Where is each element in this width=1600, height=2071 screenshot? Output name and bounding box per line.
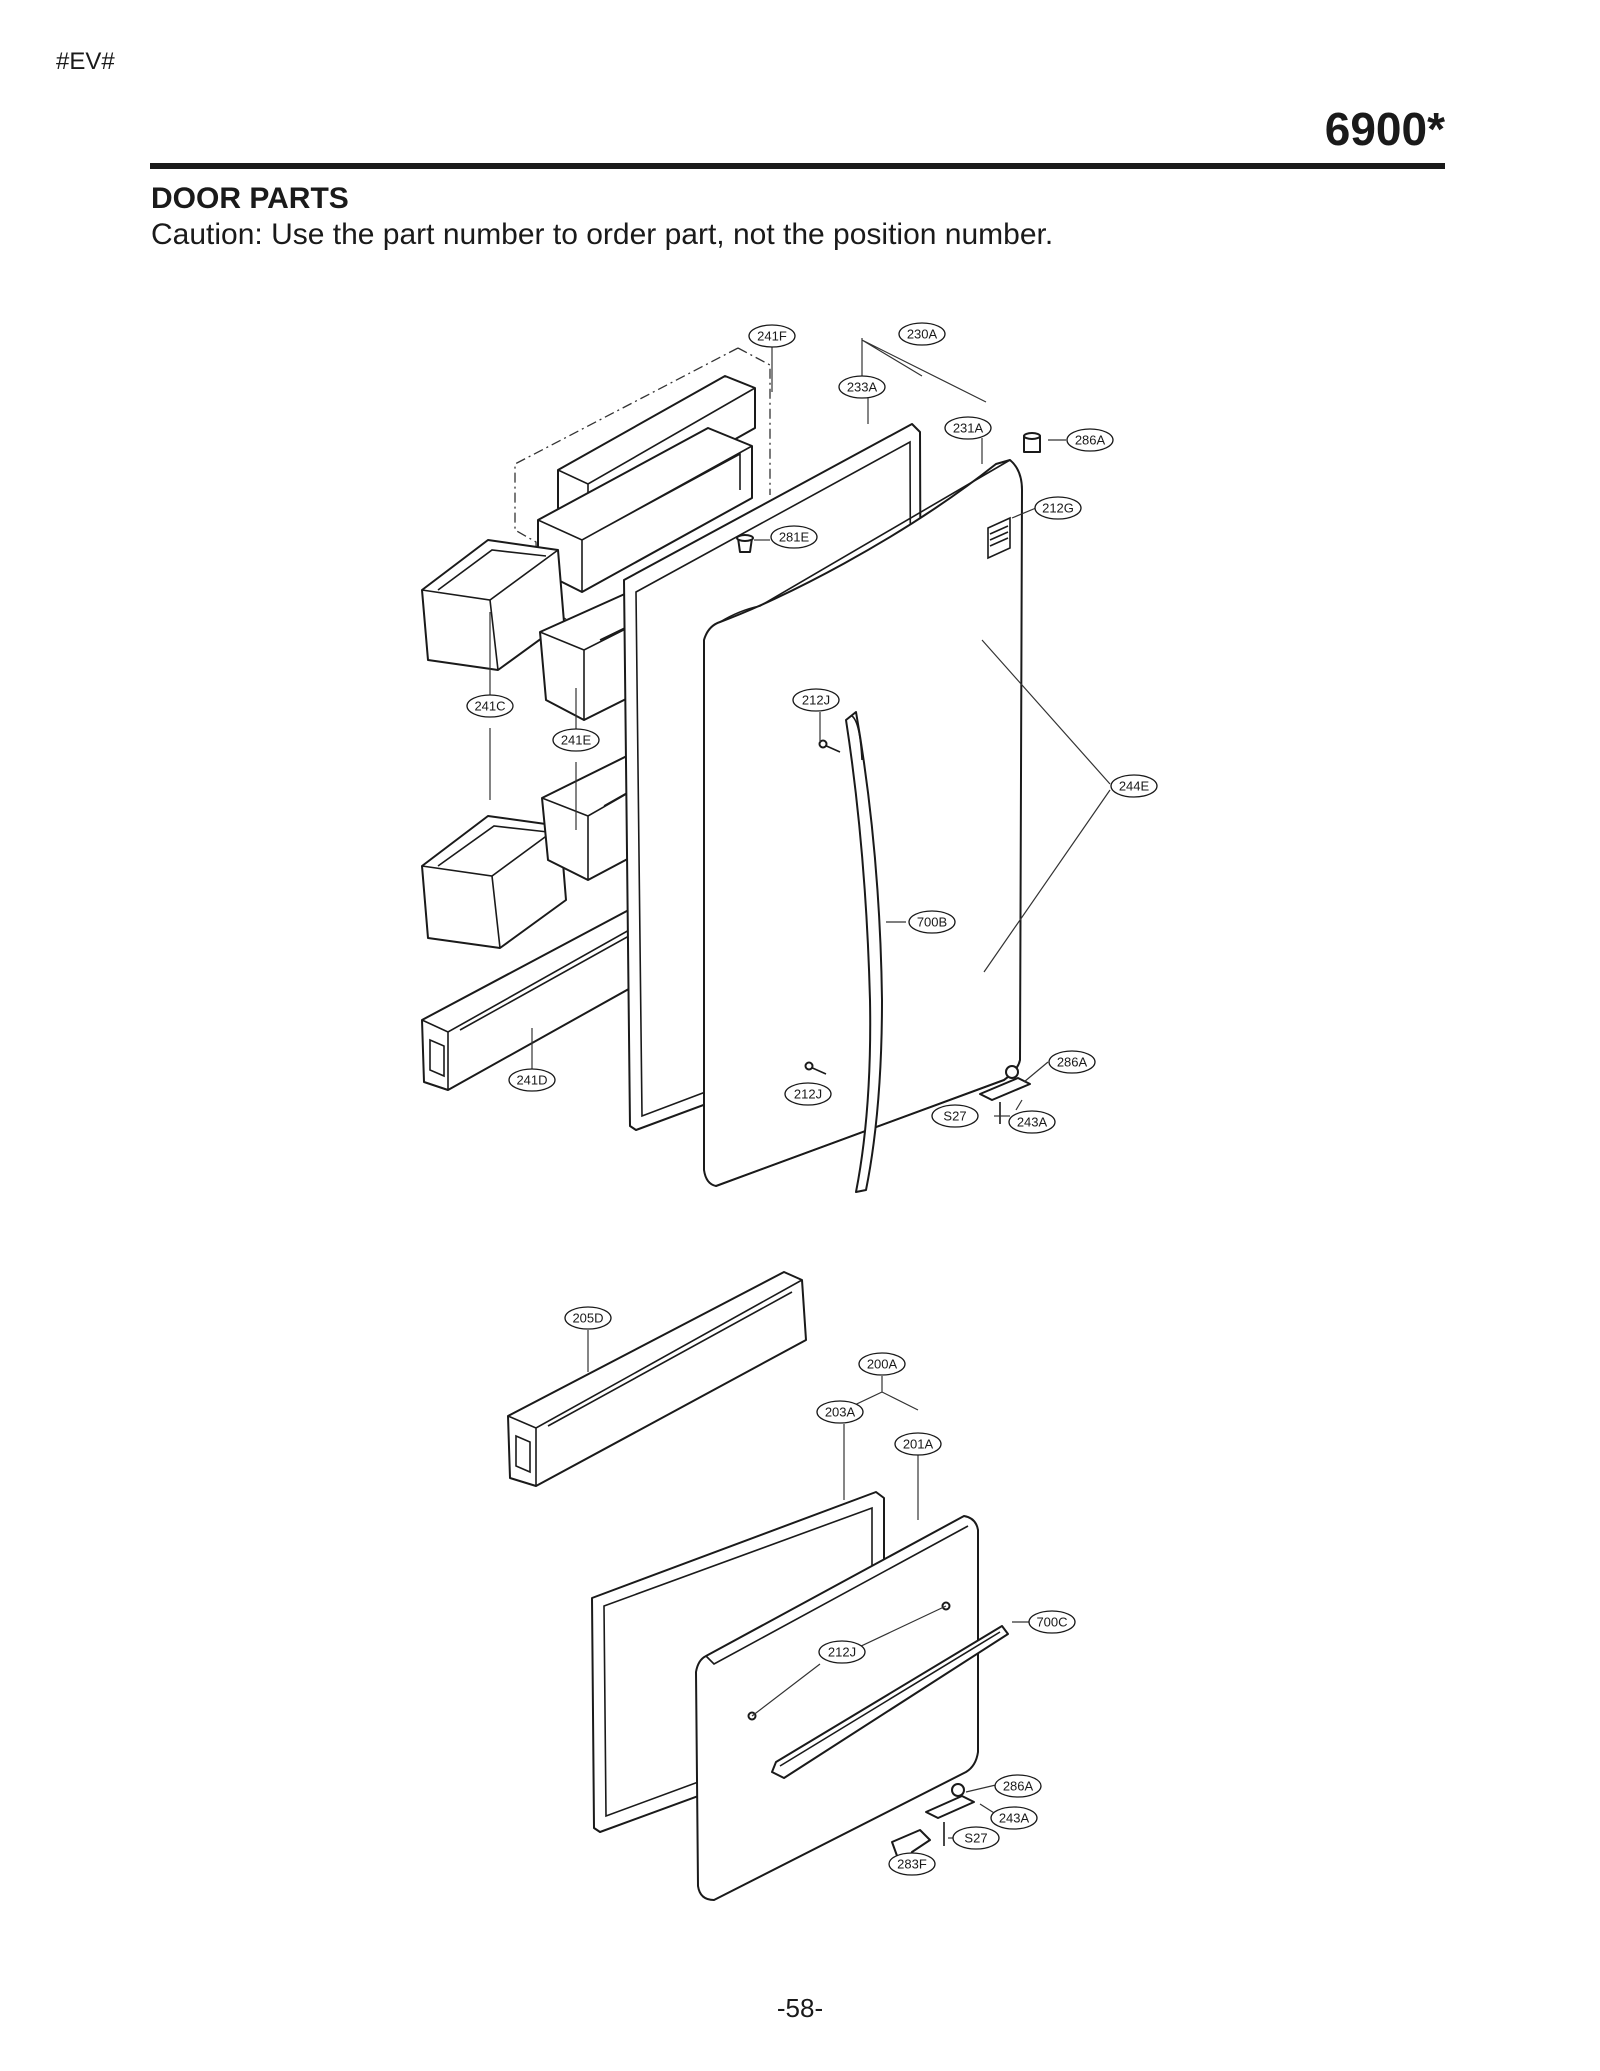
callout-286A-bottom: 286A xyxy=(994,1774,1042,1798)
section-title: DOOR PARTS xyxy=(151,182,349,215)
hinge-243A-lower xyxy=(925,1783,975,1846)
svg-text:212G: 212G xyxy=(1042,501,1074,516)
svg-text:212J: 212J xyxy=(794,1087,822,1102)
svg-text:201A: 201A xyxy=(903,1437,934,1452)
cap-286A-top xyxy=(1023,432,1041,453)
svg-text:243A: 243A xyxy=(999,1811,1030,1826)
part-700C-handle xyxy=(771,1625,1009,1779)
caution-text: Caution: Use the part number to order pa… xyxy=(151,218,1054,251)
svg-text:241D: 241D xyxy=(516,1073,547,1088)
callout-244E: 244E xyxy=(1110,774,1158,798)
callout-201A: 201A xyxy=(894,1432,942,1456)
svg-text:200A: 200A xyxy=(867,1357,898,1372)
svg-text:S27: S27 xyxy=(943,1109,966,1124)
svg-text:241F: 241F xyxy=(757,329,787,344)
svg-text:231A: 231A xyxy=(953,421,984,436)
dashed-boundary-241F xyxy=(514,347,771,621)
svg-text:233A: 233A xyxy=(847,380,878,395)
svg-text:203A: 203A xyxy=(825,1405,856,1420)
svg-text:212J: 212J xyxy=(828,1645,856,1660)
cap-281E xyxy=(736,534,754,553)
svg-text:241E: 241E xyxy=(561,733,592,748)
svg-text:700C: 700C xyxy=(1036,1615,1067,1630)
callout-241E: 241E xyxy=(552,728,600,752)
callout-281E: 281E xyxy=(770,525,818,549)
corner-code: #EV# xyxy=(56,48,115,75)
svg-text:212J: 212J xyxy=(802,693,830,708)
svg-text:244E: 244E xyxy=(1119,779,1150,794)
callout-231A: 231A xyxy=(944,416,992,440)
callout-283F: 283F xyxy=(888,1852,936,1876)
callout-286A-hinge: 286A xyxy=(1048,1050,1096,1074)
part-205D-long-bin xyxy=(507,1271,807,1487)
callout-212J-a: 212J xyxy=(792,688,840,712)
callout-700B: 700B xyxy=(908,910,956,934)
callout-S27-bottom: S27 xyxy=(952,1826,1000,1850)
svg-text:286A: 286A xyxy=(1003,1779,1034,1794)
callout-700C: 700C xyxy=(1028,1610,1076,1634)
svg-text:230A: 230A xyxy=(907,327,938,342)
callout-212J-c: 212J xyxy=(818,1640,866,1664)
model-number: 6900* xyxy=(1324,103,1445,155)
callout-241D: 241D xyxy=(508,1068,556,1092)
callout-286A-top: 286A xyxy=(1066,428,1114,452)
callout-243A-bottom: 243A xyxy=(990,1806,1038,1830)
callout-230A: 230A xyxy=(898,322,946,346)
part-700B-handle xyxy=(845,711,883,1193)
part-241C-cup-lower xyxy=(421,815,567,949)
callout-S27-top: S27 xyxy=(931,1104,979,1128)
header-rule xyxy=(150,163,1445,169)
callout-200A: 200A xyxy=(858,1352,906,1376)
callout-212G: 212G xyxy=(1034,496,1082,520)
svg-text:205D: 205D xyxy=(572,1311,603,1326)
svg-text:283F: 283F xyxy=(897,1857,927,1872)
page-number: -58- xyxy=(776,1993,824,2023)
svg-text:281E: 281E xyxy=(779,530,810,545)
svg-text:S27: S27 xyxy=(964,1831,987,1846)
svg-text:286A: 286A xyxy=(1075,433,1106,448)
callout-241F: 241F xyxy=(748,324,796,348)
hinge-243A-upper xyxy=(979,1065,1031,1124)
leader-lines xyxy=(489,338,1111,1868)
callout-233A: 233A xyxy=(838,375,886,399)
svg-text:243A: 243A xyxy=(1017,1115,1048,1130)
screw-212J-lower xyxy=(804,1061,827,1075)
svg-text:241C: 241C xyxy=(474,699,505,714)
svg-text:286A: 286A xyxy=(1057,1055,1088,1070)
callout-243A-top: 243A xyxy=(1008,1110,1056,1134)
callout-212J-b: 212J xyxy=(784,1082,832,1106)
callout-241C: 241C xyxy=(466,694,514,718)
svg-text:700B: 700B xyxy=(917,915,947,930)
callout-203A: 203A xyxy=(816,1400,864,1424)
part-201A-lower-door xyxy=(695,1515,979,1901)
callout-205D: 205D xyxy=(564,1306,612,1330)
screw-212J-upper xyxy=(818,739,841,753)
